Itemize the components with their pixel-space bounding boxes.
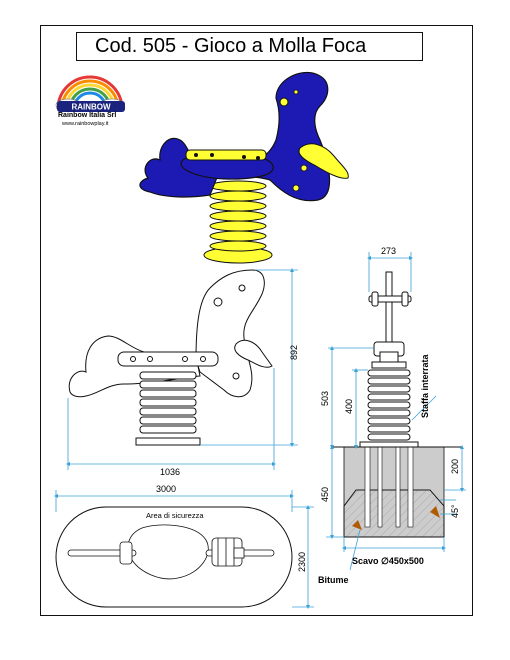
side-width-label: 1036 <box>160 467 180 477</box>
safety-width-label: 3000 <box>156 484 176 494</box>
rainbow-logo: RAINBOW <box>55 75 125 112</box>
safety-area-plan <box>55 506 293 608</box>
spring-3d <box>203 180 273 264</box>
logo-company: Rainbow Italia Srl <box>58 112 117 119</box>
safety-area-label: Area di sicurezza <box>146 511 204 520</box>
svg-text:RAINBOW: RAINBOW <box>71 103 111 112</box>
bitumen-label: Bitume <box>318 575 349 585</box>
front-height-label: 503 <box>320 391 330 406</box>
spring-height-label: 400 <box>344 399 354 414</box>
excavation-label: Scavo ∅450x500 <box>352 556 424 566</box>
foundation-depth-label: 450 <box>320 487 330 502</box>
title-box: Cod. 505 - Gioco a Molla Foca <box>76 32 423 61</box>
side-view-dimensions <box>66 268 298 470</box>
front-view-dimensions <box>326 252 466 571</box>
buried-bracket-label: Staffa interrata <box>420 353 430 418</box>
flipper-handle-3d <box>298 143 349 179</box>
ground-depth-label: 200 <box>450 459 460 474</box>
spring-side <box>135 371 201 446</box>
side-height-label: 892 <box>289 345 299 360</box>
logo-url: www.rainbowplay.it <box>62 121 109 127</box>
safety-area-dimensions <box>54 490 314 609</box>
safety-height-label: 2300 <box>297 552 307 572</box>
front-width-label: 273 <box>381 246 396 256</box>
side-view <box>68 269 273 446</box>
spring-front <box>367 369 411 441</box>
front-view <box>359 271 419 448</box>
angle-label: 45° <box>450 504 460 518</box>
page-title: Cod. 505 - Gioco a Molla Foca <box>95 35 367 57</box>
seal-3d-illustration <box>139 71 349 264</box>
foundation <box>332 446 462 538</box>
